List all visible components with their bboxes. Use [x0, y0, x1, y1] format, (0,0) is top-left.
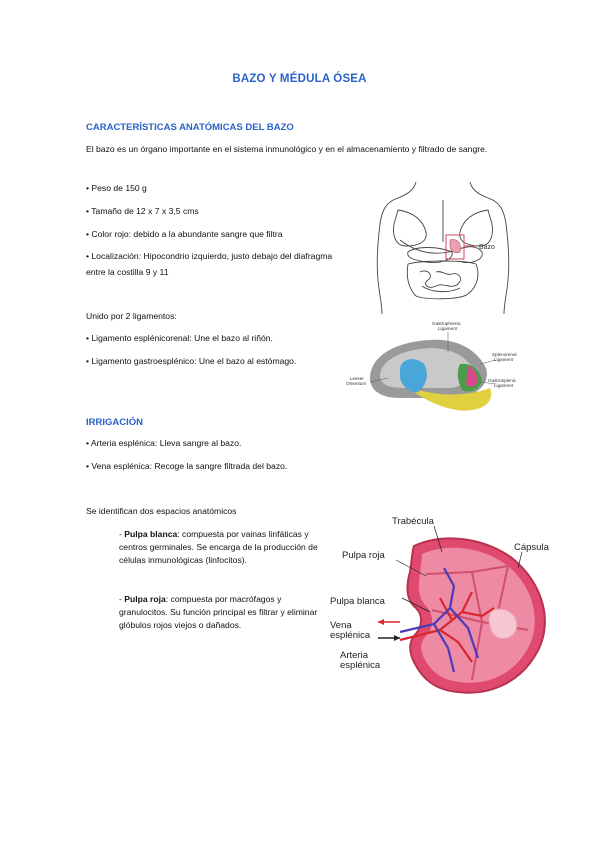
ligament-figure: Gastrophrenic Ligament Splenorenal Ligam…	[346, 321, 517, 411]
label-gastrosplenic-1: Gastrosplenic	[488, 378, 517, 383]
label-gastrosplenic-2: Ligament	[494, 383, 514, 388]
label-splenorenal-2: Ligament	[494, 357, 514, 362]
desc-red-pulp: : compuesta por macrófagos y granulocito…	[119, 594, 318, 630]
term-red-pulp: Pulpa roja	[124, 594, 166, 604]
label-lesser-1: Lesser	[350, 376, 364, 381]
term-white-pulp: Pulpa blanca	[124, 529, 178, 539]
desc-white-pulp: : compuesta por vainas linfáticas y cent…	[119, 529, 318, 565]
spleen-section-figure: Trabécula Cápsula Pulpa roja Pulpa blanc…	[330, 516, 550, 694]
item-white-pulp: - Pulpa blanca: compuesta por vainas lin…	[119, 529, 318, 565]
label-capsula: Cápsula	[514, 542, 550, 553]
bullet-vein: Vena esplénica: Recoge la sangre filtrad…	[86, 458, 287, 474]
label-gastrophrenic-2: Ligament	[438, 326, 458, 331]
ligaments-intro: Unido por 2 ligamentos:	[86, 311, 177, 321]
bullet-splenorenal: Ligamento esplénicorenal: Une el bazo al…	[86, 330, 273, 346]
label-vena-2: esplénica	[330, 630, 371, 641]
bullet-size: Tamaño de 12 x 7 x 3,5 cms	[86, 203, 198, 219]
bullet-location: Localización: Hipocondrio izquierdo, jus…	[86, 248, 334, 280]
label-lesser-2: Omentum	[346, 381, 366, 386]
torso-figure: Bazo	[376, 181, 510, 315]
section-heading-irrigation: IRRIGACIÓN	[86, 417, 143, 428]
page-title: BAZO Y MÉDULA ÓSEA	[232, 73, 367, 85]
bullet-artery: Arteria esplénica: Lleva sangre al bazo.	[86, 435, 241, 451]
label-pulpa-blanca: Pulpa blanca	[330, 596, 386, 607]
bullet-weight: Peso de 150 g	[86, 180, 146, 196]
torso-label-bazo: Bazo	[479, 244, 495, 251]
item-red-pulp: - Pulpa roja: compuesta por macrófagos y…	[119, 594, 318, 630]
label-arteria-2: esplénica	[340, 660, 381, 671]
label-splenorenal-1: Splenorenal	[492, 352, 517, 357]
label-gastrophrenic-1: Gastrophrenic	[432, 321, 462, 326]
bullet-gastrosplenic: Ligamento gastroesplénico: Une el bazo a…	[86, 353, 296, 369]
label-pulpa-roja: Pulpa roja	[342, 550, 385, 561]
intro-paragraph: El bazo es un órgano importante en el si…	[86, 144, 488, 154]
spaces-intro: Se identifican dos espacios anatómicos	[86, 506, 237, 516]
bullet-color: Color rojo: debido a la abundante sangre…	[86, 226, 282, 242]
section-heading-anatomy: CARACTERÍSTICAS ANATÓMICAS DEL BAZO	[86, 122, 294, 133]
label-trabecula: Trabécula	[392, 516, 435, 527]
label-vena-1: Vena	[330, 620, 352, 631]
label-arteria-1: Arteria	[340, 650, 369, 661]
